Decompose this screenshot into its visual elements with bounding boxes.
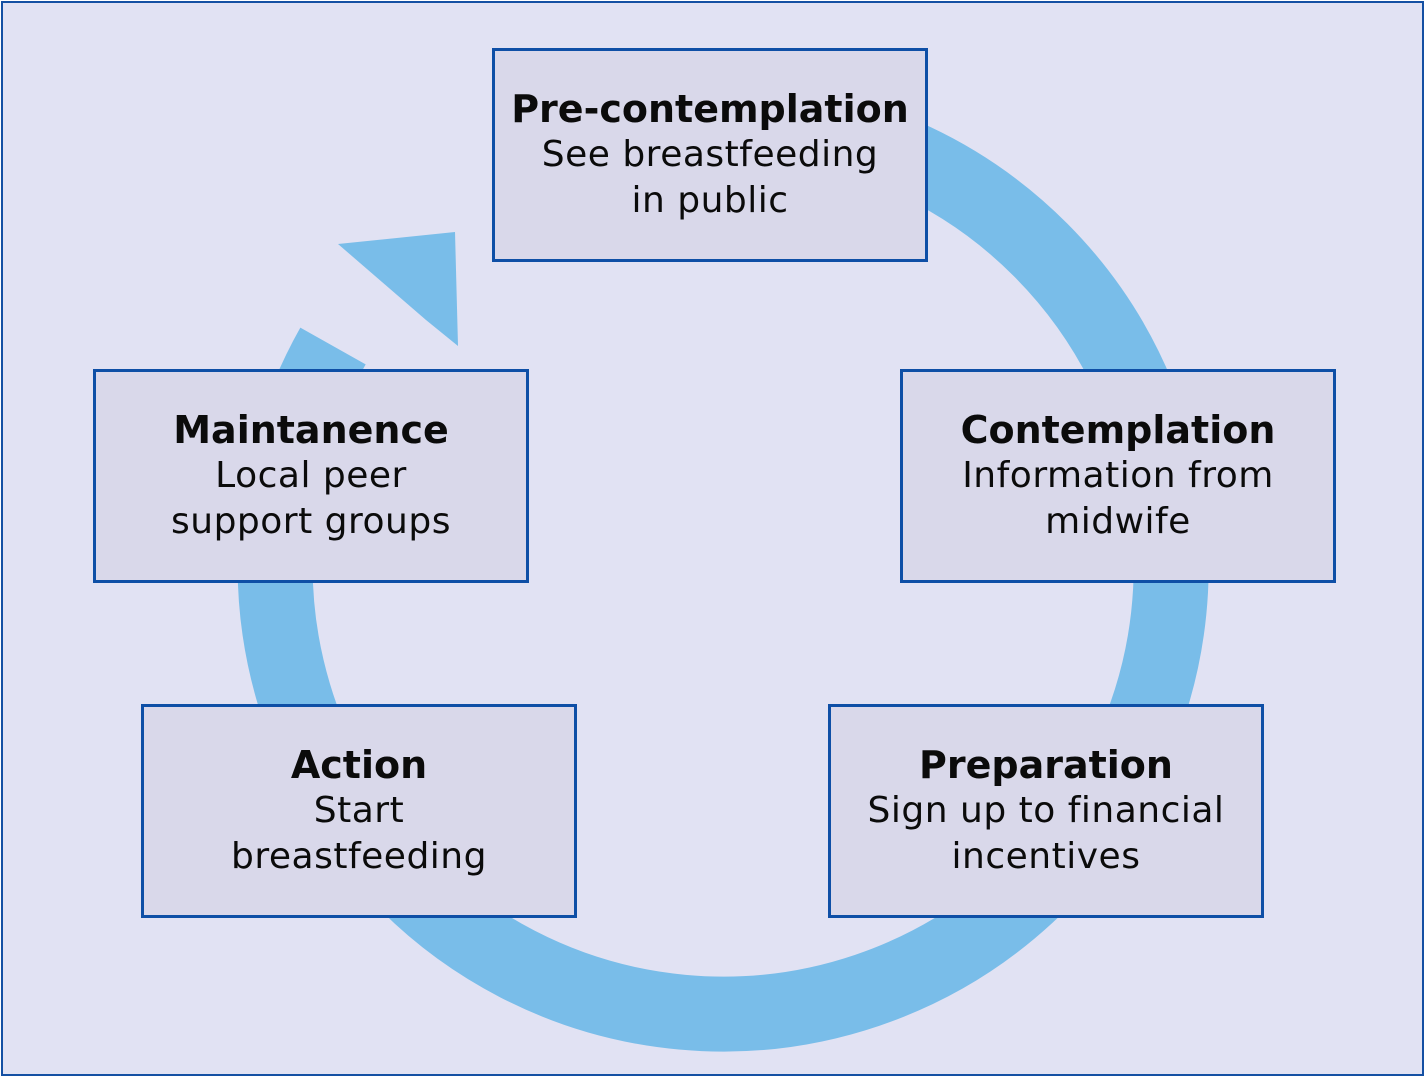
stage-description: Local peer support groups bbox=[171, 455, 451, 542]
stage-title: Action bbox=[290, 743, 428, 787]
stage-description: Start breastfeeding bbox=[231, 790, 487, 877]
stage-contemplation: Contemplation Information from midwife bbox=[900, 369, 1336, 583]
stage-title: Maintanence bbox=[173, 408, 449, 452]
stage-description: Information from midwife bbox=[962, 455, 1274, 542]
stage-pre-contemplation: Pre-contemplation See breastfeeding in p… bbox=[492, 48, 928, 262]
stage-title: Contemplation bbox=[960, 408, 1276, 452]
stage-title: Preparation bbox=[919, 743, 1173, 787]
stage-preparation: Preparation Sign up to financial incenti… bbox=[828, 704, 1264, 918]
cycle-arrow-head bbox=[338, 232, 458, 346]
stage-title: Pre-contemplation bbox=[511, 87, 909, 131]
stage-description: Sign up to financial incentives bbox=[867, 790, 1225, 877]
stage-maintenance: Maintanence Local peer support groups bbox=[93, 369, 529, 583]
stage-action: Action Start breastfeeding bbox=[141, 704, 577, 918]
stage-description: See breastfeeding in public bbox=[541, 134, 879, 221]
